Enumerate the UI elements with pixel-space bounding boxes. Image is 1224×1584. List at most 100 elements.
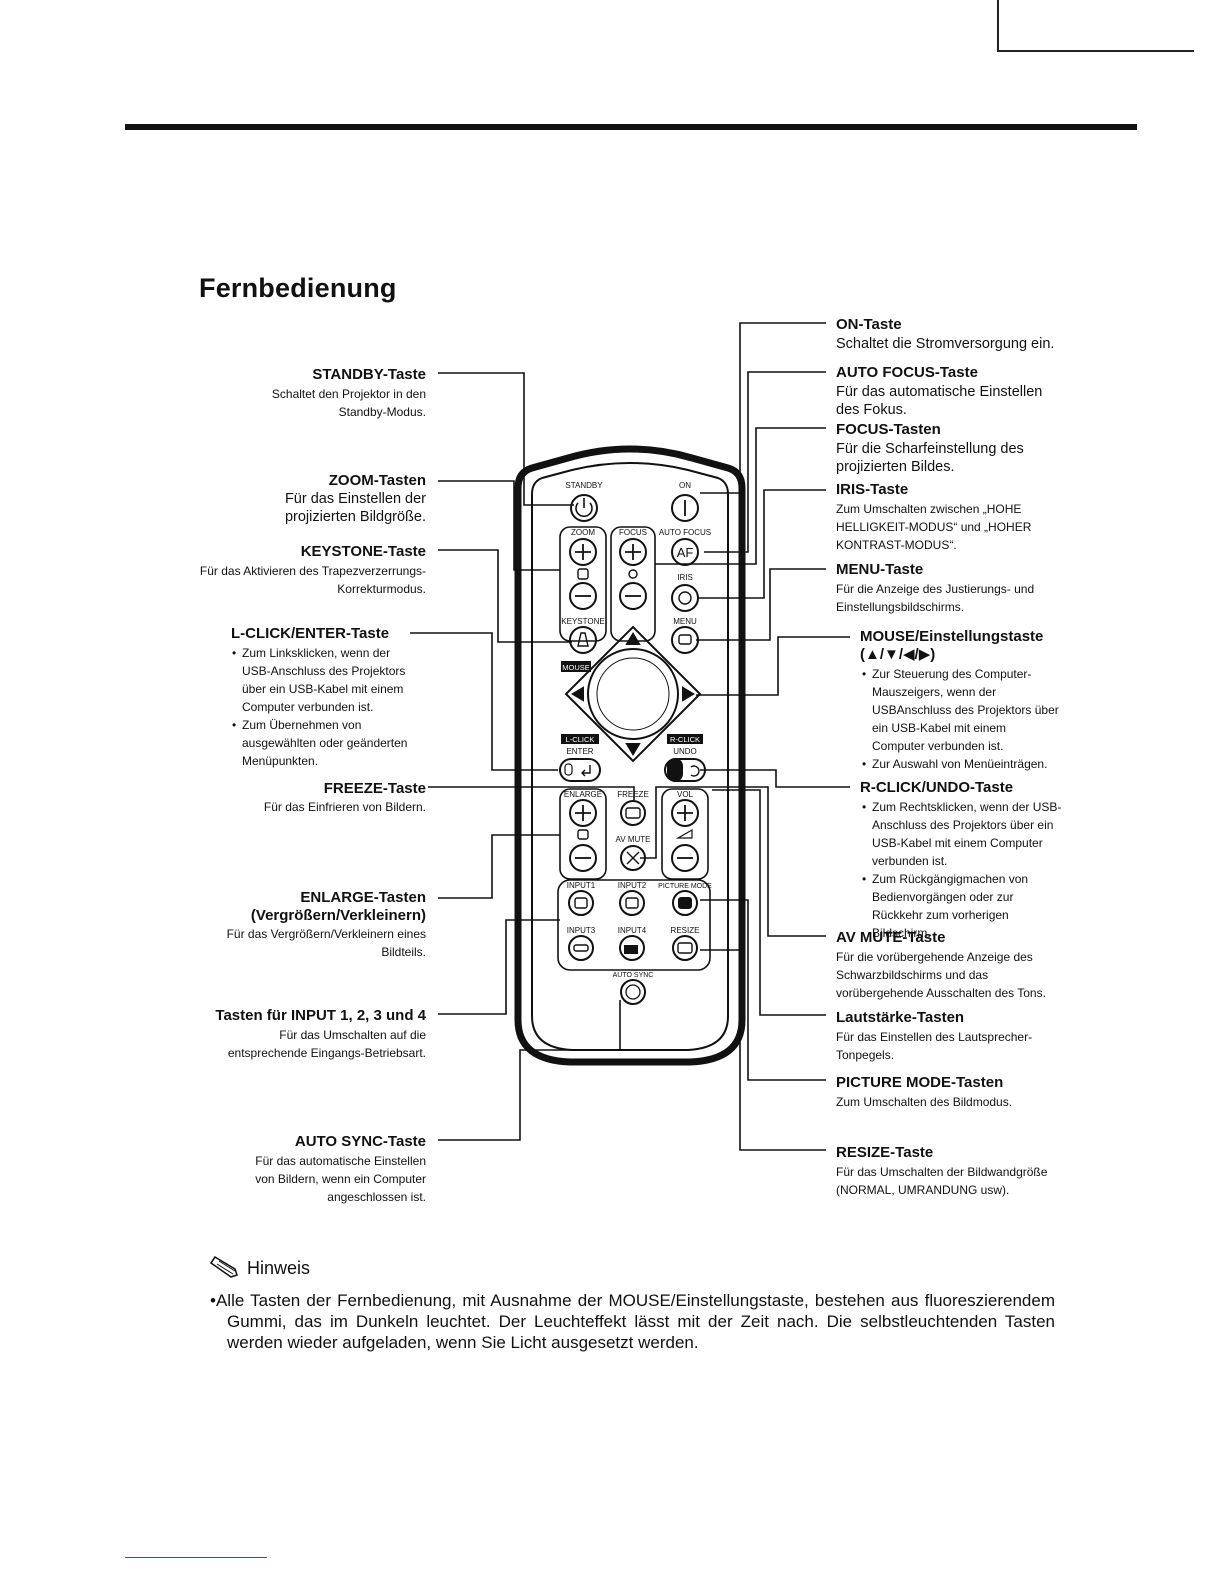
pencil-note-icon	[209, 1255, 238, 1278]
input-group	[557, 879, 711, 971]
mouse-pad	[564, 625, 702, 763]
note-bullet: •Alle Tasten der Fernbedienung, mit Ausn…	[210, 1291, 1055, 1352]
standby-text: STANDBY	[565, 481, 603, 490]
undo-text: UNDO	[673, 747, 697, 756]
autosync-button	[620, 979, 646, 1005]
down-arrow-icon	[625, 743, 641, 756]
resize-icon	[677, 942, 693, 954]
vol-text: VOL	[677, 790, 694, 799]
input4-icon	[624, 945, 638, 954]
enlarge-label: ENLARGE-Tasten(Vergrößern/Verkleinern)	[250, 889, 426, 924]
enter-text: ENTER	[566, 747, 593, 756]
plus-icon	[677, 805, 693, 821]
enlarge-plus-button	[569, 799, 597, 827]
mouse-label: MOUSE/Einstellungstaste(▲/▼/◀/▶)	[860, 628, 1044, 663]
input3-text: INPUT3	[567, 926, 596, 935]
autosync-label: AUTO SYNC-Taste	[294, 1133, 426, 1150]
undo-icon	[690, 765, 700, 777]
enter-icon	[581, 765, 591, 777]
autofocus-label: AUTO FOCUS-Taste	[836, 364, 978, 381]
page-title: Fernbedienung	[199, 273, 397, 303]
zoom-icon	[577, 568, 589, 580]
input-label: Tasten für INPUT 1, 2, 3 und 4	[215, 1007, 426, 1024]
vol-plus-button	[671, 799, 699, 827]
lclick-desc: Zum Linksklicken, wenn der USB-Anschluss…	[232, 644, 417, 770]
menu-button	[671, 626, 699, 654]
mouse-right-icon	[667, 758, 683, 782]
note-heading: Hinweis	[207, 1255, 310, 1281]
rclick-label: R-CLICK/UNDO-Taste	[860, 779, 1014, 796]
input3-icon	[573, 944, 589, 952]
mouse-desc: Zur Steuerung des Computer-Mauszeigers, …	[862, 665, 1062, 773]
keystone-desc: Für das Aktivieren des Trapezverzerrungs…	[199, 564, 426, 596]
footer-rule	[125, 1557, 267, 1558]
picturemode-button	[672, 890, 698, 916]
autofocus-text: AUTO FOCUS	[659, 528, 711, 537]
iris-text: IRIS	[677, 573, 693, 582]
picmode-label: PICTURE MODE-Tasten	[836, 1074, 1004, 1091]
af-text: AF	[677, 545, 694, 560]
rclick-button	[664, 758, 706, 782]
input1-button	[568, 890, 594, 916]
input4-button	[619, 935, 645, 961]
focus-plus-button	[619, 538, 647, 566]
resize-label: RESIZE-Taste	[836, 1144, 934, 1161]
standby-button	[570, 494, 598, 522]
note-body: •Alle Tasten der Fernbedienung, mit Ausn…	[210, 1290, 1055, 1353]
input2-button	[619, 890, 645, 916]
input1-text: INPUT1	[567, 881, 596, 890]
menu-label: MENU-Taste	[836, 561, 924, 578]
plus-icon	[575, 805, 591, 821]
input2-text: INPUT2	[618, 881, 647, 890]
vol-desc: Für das Einstellen des Lautsprecher-Tonp…	[836, 1030, 1033, 1062]
page-tab-box	[997, 0, 1194, 52]
mouse-pad-center	[587, 648, 679, 740]
focus-label: FOCUS-Tasten	[836, 421, 941, 438]
avmute-button	[620, 845, 646, 871]
enlarge-text: ENLARGE	[564, 790, 602, 799]
autosync-icon	[625, 984, 641, 1000]
zoom-group	[559, 526, 607, 642]
enlarge-minus-button	[569, 844, 597, 872]
mouse-pad-inner	[596, 657, 670, 731]
menu-icon	[678, 634, 692, 645]
on-button	[671, 494, 699, 522]
freeze-text: FREEZE	[617, 790, 649, 799]
autofocus-button	[671, 538, 699, 566]
input1-icon	[574, 897, 588, 909]
rclick-text: R-CLICK	[670, 735, 700, 744]
lclick-text: L-CLICK	[566, 735, 595, 744]
keystone-icon	[577, 632, 589, 647]
lclick-button	[559, 758, 601, 782]
resize-desc: Für das Umschalten der Bildwandgröße(NOR…	[836, 1165, 1048, 1197]
mouse-tag	[561, 661, 591, 672]
magnifier-icon	[577, 829, 589, 840]
resize-button	[672, 935, 698, 961]
mouse-left-icon	[564, 763, 573, 776]
zoom-plus-button	[569, 538, 597, 566]
picturemode-icon	[678, 897, 692, 909]
freeze-button	[620, 800, 646, 826]
note-text: Alle Tasten der Fernbedienung, mit Ausna…	[215, 1291, 1055, 1352]
zoom-label: ZOOM-Tasten	[328, 472, 426, 489]
standby-label: STANDBY-Taste	[312, 366, 426, 383]
picmode-desc: Zum Umschalten des Bildmodus.	[836, 1095, 1013, 1109]
input3-button	[568, 935, 594, 961]
iris-label: IRIS-Taste	[836, 481, 909, 498]
resize-text: RESIZE	[671, 926, 700, 935]
iris-button	[671, 584, 699, 612]
vol-minus-button	[671, 844, 699, 872]
freeze-desc: Für das Einfrieren von Bildern.	[263, 800, 426, 814]
rclick-desc: Zum Rechtsklicken, wenn der USB-Anschlus…	[862, 798, 1062, 942]
mouse-text: MOUSE	[562, 663, 590, 672]
lclick-label: L-CLICK/ENTER-Taste	[231, 625, 390, 642]
focus-minus-button	[619, 582, 647, 610]
